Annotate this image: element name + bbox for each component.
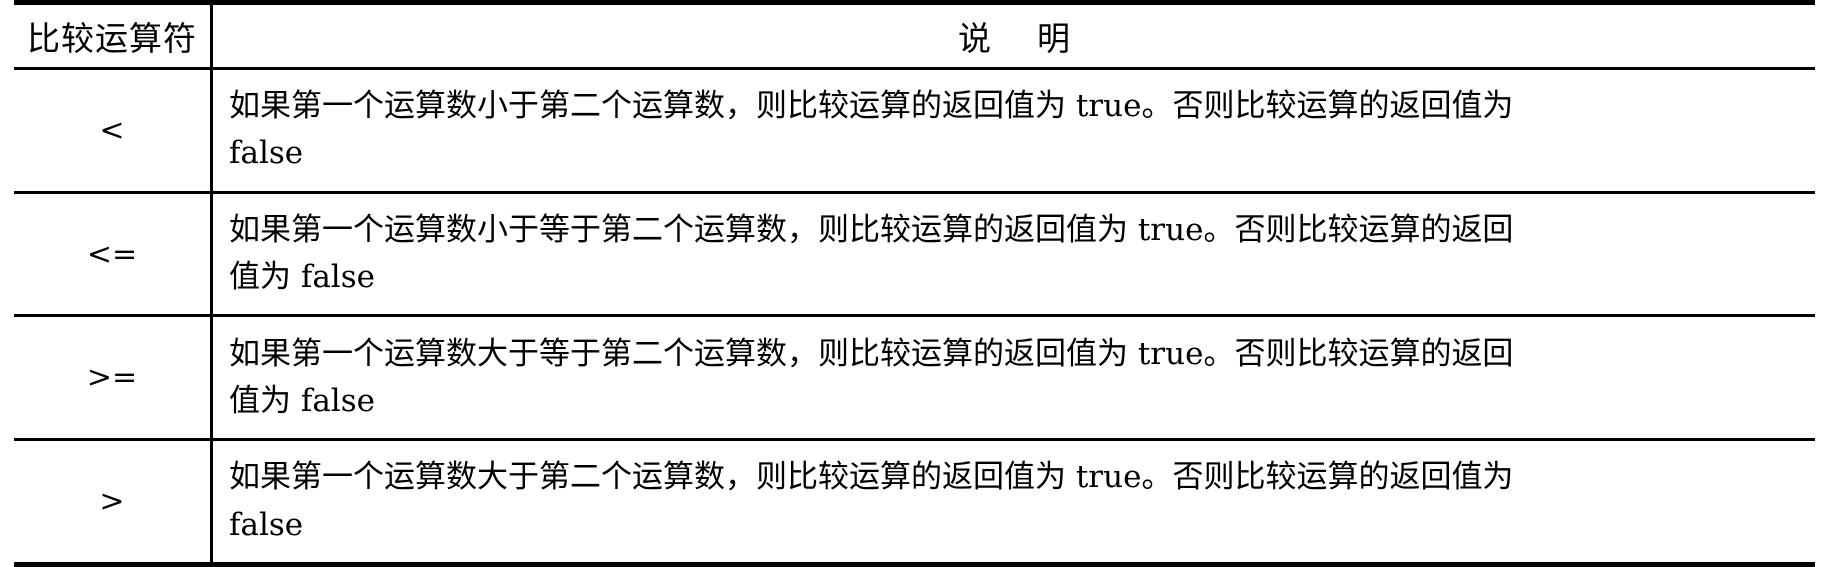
operator-description: 如果第一个运算数大于第二个运算数，则比较运算的返回值为 true。否则比较运算的… xyxy=(211,438,1815,565)
description-line: 值为 false xyxy=(229,382,375,419)
operator-symbol: >= xyxy=(14,314,213,440)
table-row: >= 如果第一个运算数大于等于第二个运算数，则比较运算的返回值为 true。否则… xyxy=(14,314,1815,440)
column-header-description-left: 说 xyxy=(958,19,991,58)
description-line: 如果第一个运算数大于等于第二个运算数，则比较运算的返回值为 true。否则比较运… xyxy=(229,335,1514,372)
column-header-description: 说明 xyxy=(211,2,1815,70)
description-line: 如果第一个运算数小于第二个运算数，则比较运算的返回值为 true。否则比较运算的… xyxy=(229,88,1514,125)
operator-description: 如果第一个运算数小于第二个运算数，则比较运算的返回值为 true。否则比较运算的… xyxy=(212,69,1816,193)
operator-symbol: <= xyxy=(14,190,213,316)
table-row: > 如果第一个运算数大于第二个运算数，则比较运算的返回值为 true。否则比较运… xyxy=(14,438,1815,565)
table-row: <= 如果第一个运算数小于等于第二个运算数，则比较运算的返回值为 true。否则… xyxy=(14,190,1815,316)
operator-symbol: < xyxy=(14,68,213,193)
operator-description: 如果第一个运算数小于等于第二个运算数，则比较运算的返回值为 true。否则比较运… xyxy=(211,190,1815,316)
table-header: 比较运算符 说明 xyxy=(14,2,1815,70)
description-line: false xyxy=(229,506,304,543)
column-header-operator: 比较运算符 xyxy=(14,2,213,70)
comparison-operator-table: 比较运算符 说明 < 如果第一个运算数小于第二个运算数，则比较运算的返回值为 t… xyxy=(14,0,1815,567)
description-line: false xyxy=(229,135,304,172)
column-header-description-right: 明 xyxy=(1037,19,1070,58)
description-line: 值为 false xyxy=(229,259,375,296)
description-line: 如果第一个运算数大于第二个运算数，则比较运算的返回值为 true。否则比较运算的… xyxy=(229,459,1514,496)
table-header-row: 比较运算符 说明 xyxy=(14,2,1815,70)
table-row: < 如果第一个运算数小于第二个运算数，则比较运算的返回值为 true。否则比较运… xyxy=(14,68,1816,193)
operator-symbol: > xyxy=(14,438,213,565)
table-body: < 如果第一个运算数小于第二个运算数，则比较运算的返回值为 true。否则比较运… xyxy=(14,68,1816,565)
description-line: 如果第一个运算数小于等于第二个运算数，则比较运算的返回值为 true。否则比较运… xyxy=(229,211,1514,248)
operator-description: 如果第一个运算数大于等于第二个运算数，则比较运算的返回值为 true。否则比较运… xyxy=(211,314,1815,440)
